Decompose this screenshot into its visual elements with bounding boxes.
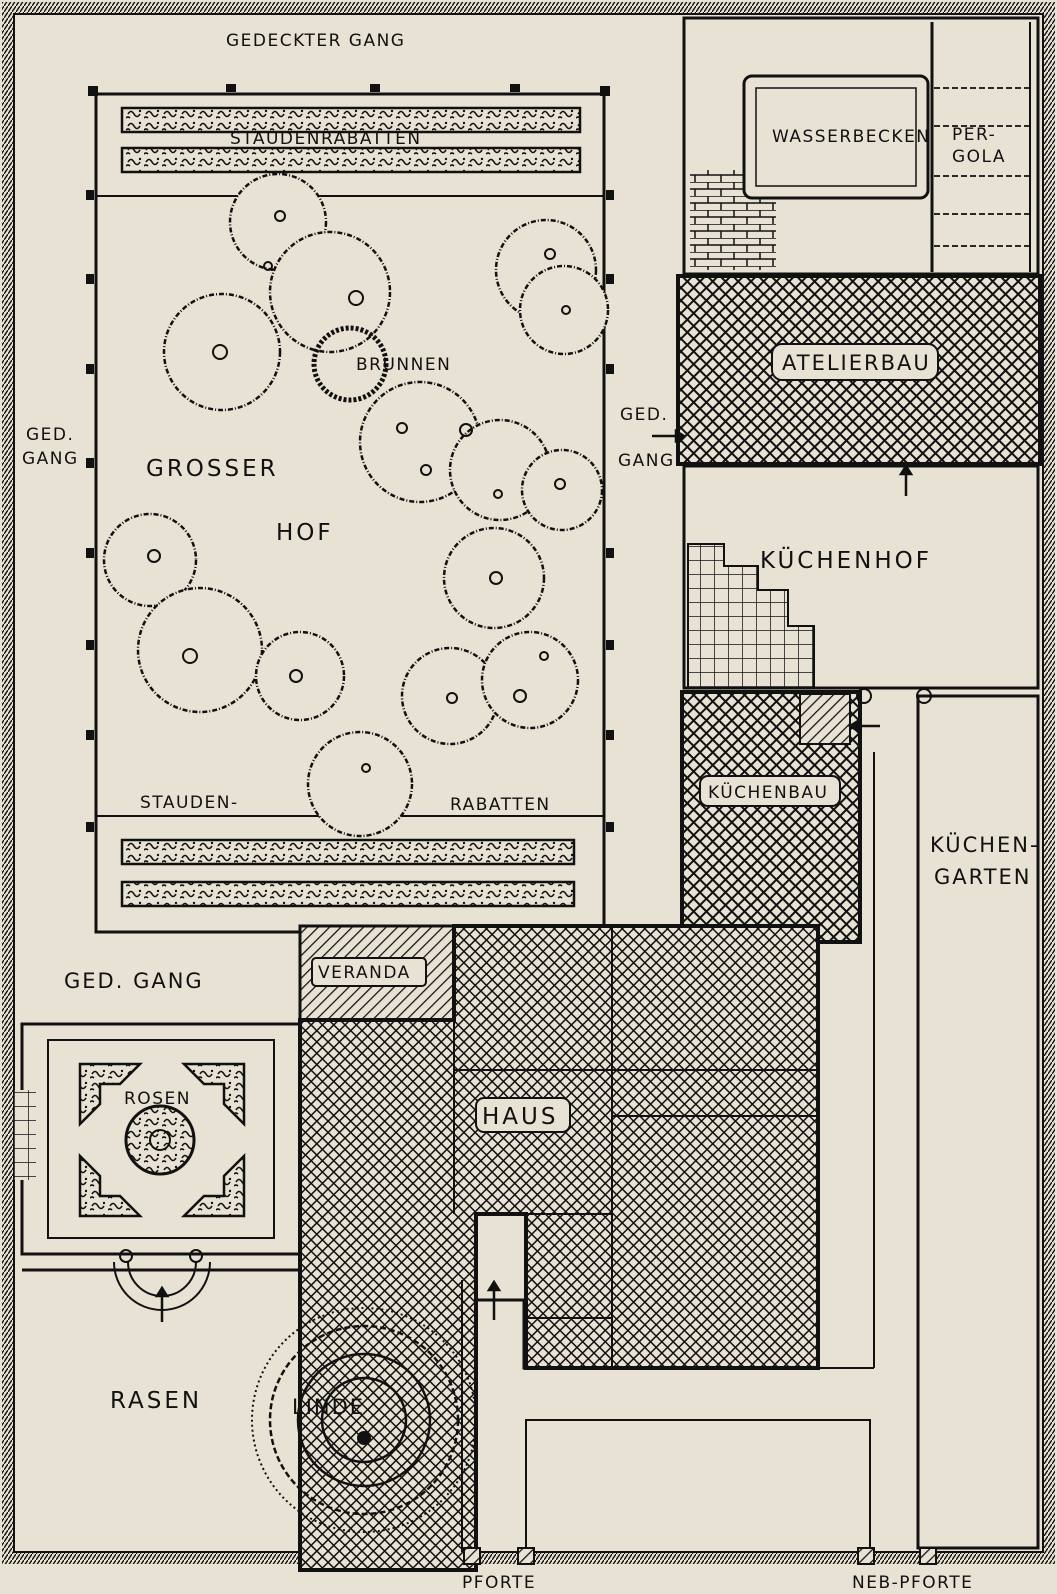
label-rosen: ROSEN [124,1089,191,1109]
pforte-pillar-right [517,1547,535,1565]
label-rasen: RASEN [110,1388,202,1414]
label-gang-right: GANG [618,451,675,471]
label-ged-left: GED. [26,425,74,445]
label-gedeckter-gang: GEDECKTER GANG [226,31,405,51]
stauden-bed-top-2 [120,146,582,174]
label-ged-gang: GED. GANG [64,969,204,993]
covered-walk-pillars [86,84,614,832]
kuechengarten [916,694,1040,1550]
label-stauden: STAUDEN- [140,793,239,813]
rose-bed-br [180,1152,246,1218]
rose-center-bed [124,1104,196,1176]
label-kuechenbau: KÜCHENBAU [708,781,828,803]
pforte-pillar-left [463,1547,481,1565]
label-wasserbecken: WASSERBECKEN [772,127,931,147]
stauden-bed-bottom-2 [120,880,576,908]
tree-group [102,172,610,838]
rose-bed-bl [78,1152,144,1218]
label-neb-pforte: NEB-PFORTE [852,1573,973,1593]
label-haus: HAUS [482,1104,558,1130]
label-stauden-rabatten-top: STAUDENRABATTEN [230,129,422,149]
wasserbecken-basin [742,74,930,200]
label-linde: LINDE [292,1395,365,1419]
label-pergola-2: GOLA [952,147,1006,167]
linde-trunk [357,1431,371,1445]
label-kuechenhof: KÜCHENHOF [760,546,932,574]
neb-pforte-pillar-right [919,1547,937,1565]
lower-court [525,1419,871,1553]
pergola-beams [934,87,1030,247]
label-pforte: PFORTE [462,1573,536,1593]
rose-bed-tl [78,1062,144,1128]
label-brunnen: BRUNNEN [356,355,451,375]
label-ged-right: GED. [620,405,668,425]
label-rabatten: RABATTEN [450,795,551,815]
kuechenhof-court [682,464,1040,690]
stauden-bed-top-1 [120,106,582,134]
stauden-bed-bottom-1 [120,838,576,866]
kuechenhof-paving [687,543,815,689]
entrance-arrows [154,428,914,1322]
label-hof: HOF [276,520,334,546]
brunnen-fountain [311,325,389,403]
linde-tree-outer [251,1307,477,1533]
label-veranda: VERANDA [318,963,411,983]
label-garten: GARTEN [934,865,1032,889]
neb-pforte-pillar-left [857,1547,875,1565]
label-kuechen: KÜCHEN- [930,832,1040,857]
label-grosser: GROSSER [146,456,279,482]
label-gang-left: GANG [22,449,79,469]
label-pergola-1: PER- [952,125,996,145]
rose-bed-tr [180,1062,246,1128]
label-atelierbau: ATELIERBAU [782,351,931,375]
rosen-paving-left [14,1090,36,1180]
